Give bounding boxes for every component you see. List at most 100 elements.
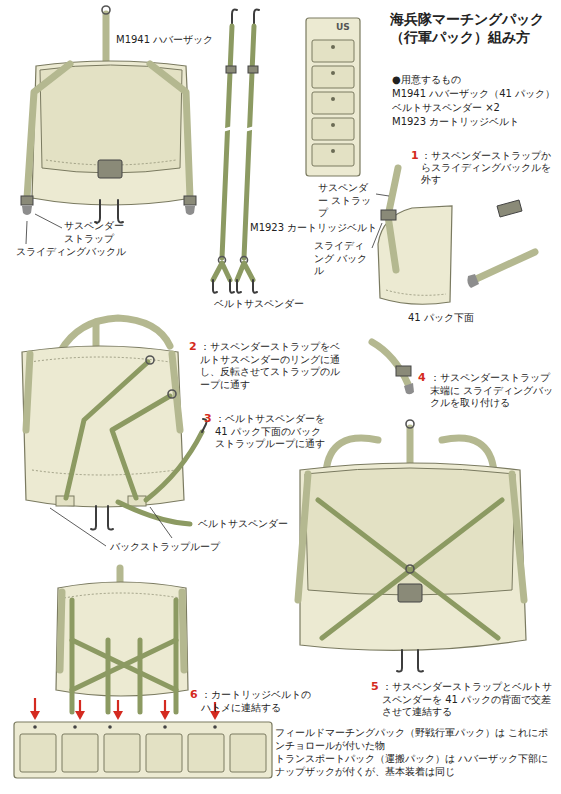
belt-suspender-figure — [237, 263, 253, 280]
step6-figure — [14, 568, 272, 778]
step4-figure — [372, 342, 408, 384]
step1-figure — [474, 252, 535, 280]
part-label: ●用意するもの — [392, 74, 557, 87]
belt-suspender-figure — [248, 66, 258, 73]
step4-figure — [404, 383, 414, 394]
cartridge-belt-figure — [331, 123, 335, 127]
part-label: M1941 ハバーザック（41 パック） — [392, 88, 557, 101]
leader-line — [35, 214, 62, 228]
cartridge-belt-figure — [331, 71, 335, 75]
cartridge-belt-figure — [312, 118, 354, 140]
belt-suspender-figure — [222, 26, 232, 258]
step2-3-figure — [112, 396, 170, 498]
step2-3-figure — [146, 432, 202, 500]
part-label: M1941 ハバーザック — [116, 34, 226, 47]
step6-figure — [20, 734, 56, 772]
haversack-figure — [27, 64, 70, 198]
belt-suspender-figure — [254, 10, 259, 27]
step2-3-figure — [146, 356, 154, 364]
belt-suspender-figure — [237, 280, 241, 293]
step1-figure — [497, 200, 522, 217]
leader-line — [376, 194, 389, 196]
red-arrow — [160, 711, 170, 720]
step4-figure — [396, 366, 411, 376]
belt-suspender-figure — [232, 10, 237, 27]
step6-figure — [72, 640, 176, 690]
step1-figure — [467, 274, 479, 288]
step5-figure — [397, 650, 402, 672]
step5-figure — [398, 584, 422, 602]
haversack-figure — [32, 61, 192, 205]
part-label: サスペンダー ストラップ — [318, 182, 374, 220]
belt-suspender-figure — [213, 10, 260, 293]
belt-suspender-figure — [213, 280, 217, 293]
step2-3-figure — [66, 362, 148, 498]
step5-figure — [406, 420, 414, 428]
red-arrow — [75, 711, 85, 720]
red-arrow — [113, 711, 123, 720]
step6-figure — [146, 734, 182, 772]
step5-figure — [512, 474, 524, 600]
title: 海兵隊マーチングパック（行軍パック）組み方 — [390, 10, 555, 46]
step6-figure — [108, 725, 112, 729]
step6-figure — [64, 593, 180, 598]
step2-3-figure — [22, 318, 207, 530]
part-label: スライディング バックル — [314, 240, 370, 278]
step6-figure — [33, 725, 37, 729]
cartridge-belt-figure — [312, 144, 354, 166]
red-arrow — [34, 698, 36, 712]
belt-suspender-figure — [230, 280, 234, 293]
part-label: フィールドマーチングパック（野戦行軍パック）は これにポンチョロールが付いた物 — [275, 727, 555, 752]
belt-suspender-figure — [213, 263, 230, 280]
step2-3-figure — [91, 506, 96, 530]
callout-number: 2 — [189, 340, 199, 354]
haversack-figure — [40, 65, 182, 173]
step6-figure — [230, 734, 266, 772]
step5-figure — [305, 468, 515, 595]
step5-figure — [298, 474, 308, 600]
part-label: ベルトサスペンダー — [214, 298, 324, 311]
step6-figure — [104, 734, 140, 772]
step6-figure — [163, 725, 167, 729]
haversack-figure — [98, 160, 122, 178]
step1-figure — [381, 210, 396, 220]
part-label: サスペンダー ストラップ — [64, 220, 130, 245]
haversack-figure — [103, 14, 110, 62]
step6-figure — [213, 725, 217, 729]
haversack-figure — [150, 64, 190, 198]
part-label: バックストラップループ — [110, 541, 230, 554]
callout-number: 4 — [418, 371, 428, 385]
cartridge-belt-figure — [312, 92, 354, 114]
haversack-figure — [95, 200, 100, 223]
step6-figure — [56, 582, 188, 696]
haversack-figure — [118, 200, 123, 223]
step5-figure — [407, 428, 414, 468]
part-label: ：サスペンダーストラップからスライディングバックルを外す — [421, 150, 555, 186]
haversack-figure — [102, 6, 110, 14]
step5-figure — [298, 420, 526, 672]
step2-3-figure — [32, 470, 176, 475]
part-label: ベルトサスペンダー ×2 — [392, 102, 557, 115]
callout-number: 5 — [371, 680, 381, 694]
callout-number: 3 — [204, 412, 214, 426]
part-label: ベルトサスペンダー — [198, 518, 308, 531]
step1-figure — [386, 290, 446, 295]
step6-figure — [182, 592, 184, 670]
part-label: トランスポートパック（運搬パック）は ハバーザック下部にナップザックが付くが、基… — [275, 753, 555, 778]
leader-line — [26, 221, 27, 244]
step5-figure — [406, 565, 414, 573]
step5-figure — [418, 650, 423, 672]
cartridge-belt-figure — [306, 18, 360, 176]
step2-3-figure — [22, 346, 184, 507]
part-label: スライディングバックル — [16, 246, 146, 259]
part-label: ：ベルトサスペンダーを41 パック下面のバックストラップループに通す — [215, 413, 327, 451]
cartridge-belt-figure — [312, 66, 354, 88]
red-arrow — [164, 700, 166, 712]
callout-number: 1 — [411, 149, 421, 163]
step5-figure — [300, 463, 526, 650]
belt-suspender-figure — [224, 126, 260, 130]
part-label: ：サスペンダーストラップ末端に スライディングバックルを取り付ける — [430, 372, 555, 410]
part-label: M1923 カートリッジベルト — [392, 116, 557, 129]
bracket-line — [150, 507, 172, 538]
